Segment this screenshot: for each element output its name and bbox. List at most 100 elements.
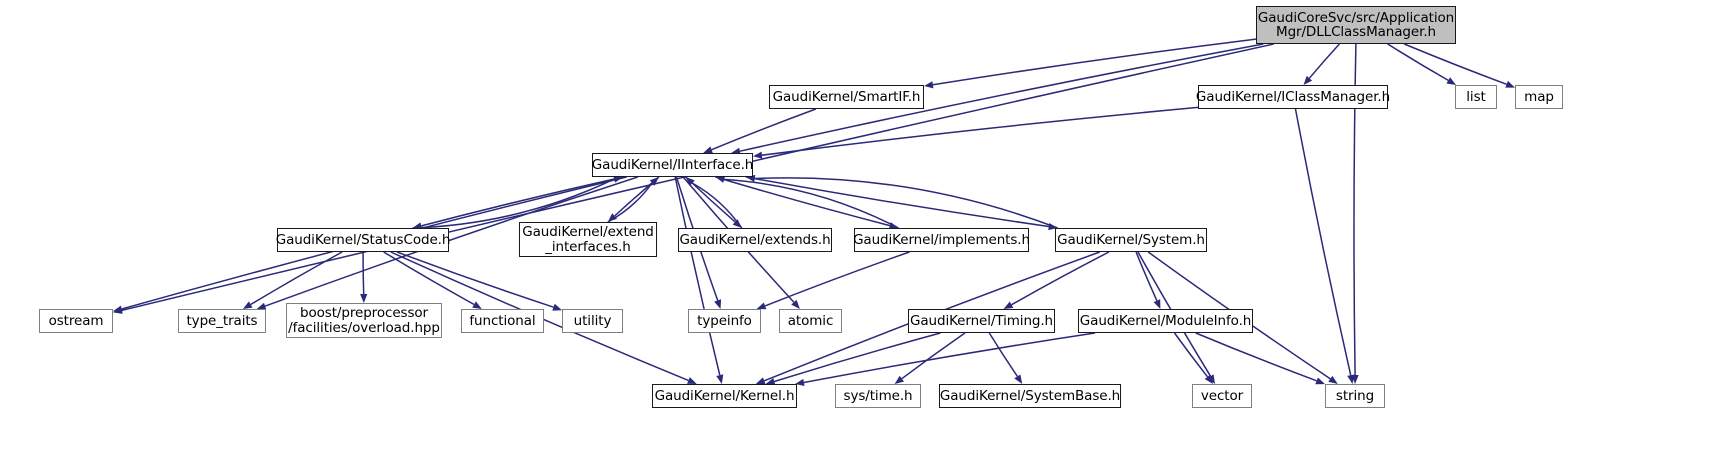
graph-edge-arrowhead [1446,77,1456,85]
graph-node-smartif[interactable]: GaudiKernel/SmartIF.h [769,85,924,109]
graph-edge-arrowhead [113,305,123,313]
graph-edge-arrowhead [1204,374,1213,384]
graph-node-systime[interactable]: sys/time.h [835,384,921,408]
graph-node-timing[interactable]: GaudiKernel/Timing.h [908,309,1055,333]
graph-edge [932,38,1257,86]
graph-node-kernel[interactable]: GaudiKernel/Kernel.h [652,384,797,408]
graph-node-label: GaudiCoreSvc/src/Application Mgr/DLLClas… [1257,9,1455,40]
graph-edge-arrowhead [360,294,368,303]
graph-node-atomic[interactable]: atomic [779,309,842,333]
graph-edge-arrowhead [714,299,722,309]
graph-edge [988,332,1019,377]
graph-node-label: boost/preprocessor /facilities/overload.… [288,305,440,336]
graph-node-label: GaudiKernel/extend _interfaces.h [522,224,654,255]
graph-node-label: GaudiKernel/SystemBase.h [939,387,1121,404]
graph-edge [614,176,660,217]
graph-node-label: ostream [48,312,104,329]
graph-edge-arrowhead [894,375,904,384]
graph-edge [674,176,721,376]
graph-node-iinterface[interactable]: GaudiKernel/IInterface.h [592,153,753,177]
graph-edge [711,108,817,151]
graph-edge [715,176,890,227]
graph-node-label: type_traits [186,312,258,329]
graph-node-typeinfo[interactable]: typeinfo [688,309,761,333]
graph-node-label: functional [469,312,536,329]
graph-node-label: GaudiKernel/StatusCode.h [275,231,451,248]
graph-edge [121,43,1274,312]
graph-edge [412,178,615,229]
graph-node-system[interactable]: GaudiKernel/System.h [1055,228,1207,252]
graph-node-moduleinfo[interactable]: GaudiKernel/ModuleInfo.h [1078,309,1253,333]
graph-edge-arrowhead [242,301,253,309]
graph-node-label: typeinfo [697,312,752,329]
graph-node-label: string [1335,387,1375,404]
graph-node-typetraits[interactable]: type_traits [178,309,266,333]
graph-edge-arrowhead [1347,374,1355,384]
graph-edge [745,176,1049,228]
graph-node-string[interactable]: string [1325,384,1385,408]
graph-edge-arrowhead [685,177,695,186]
graph-edge-arrowhead [1303,75,1313,85]
graph-edge-arrowhead [1207,374,1215,384]
graph-edge [1387,43,1449,82]
graph-edge [803,332,1096,384]
graph-edge [1011,251,1110,306]
graph-edge-arrowhead [1505,80,1515,88]
graph-edge-arrowhead [687,377,697,384]
graph-node-root[interactable]: GaudiCoreSvc/src/Application Mgr/DLLClas… [1256,6,1456,44]
graph-edge [764,251,910,307]
graph-edge [1404,43,1507,86]
graph-edge [421,176,624,227]
graph-node-ostream[interactable]: ostream [39,309,113,333]
graph-node-extends[interactable]: GaudiKernel/extends.h [678,228,832,252]
graph-node-map[interactable]: map [1515,85,1563,109]
graph-edge-arrowhead [1351,375,1359,384]
graph-node-label: GaudiKernel/SmartIF.h [772,88,921,105]
graph-node-label: GaudiKernel/extends.h [679,231,831,248]
graph-edge [761,106,1199,156]
graph-edge-arrowhead [552,303,562,311]
graph-node-implements[interactable]: GaudiKernel/implements.h [853,228,1030,252]
graph-node-vector[interactable]: vector [1192,384,1252,408]
graph-edge-arrowhead [1315,377,1325,385]
graph-node-list[interactable]: list [1455,85,1497,109]
graph-node-label: GaudiKernel/implements.h [853,231,1030,248]
graph-node-label: utility [573,312,612,329]
graph-node-systembase[interactable]: GaudiKernel/SystemBase.h [939,384,1121,408]
graph-edge-arrowhead [1003,301,1014,309]
graph-edge-arrowhead [649,177,659,186]
graph-node-statuscode[interactable]: GaudiKernel/StatusCode.h [276,228,450,252]
graph-edge [692,182,743,229]
graph-edge [901,332,966,380]
graph-edge-arrowhead [791,299,800,309]
graph-edge-arrowhead [472,301,482,309]
graph-edge [396,251,554,308]
graph-edge-arrowhead [924,81,934,89]
graph-edge-arrowhead [1328,375,1338,384]
graph-node-iclassmgr[interactable]: GaudiKernel/IClassManager.h [1196,85,1390,109]
graph-edge-arrowhead [732,219,742,228]
graph-node-label: map [1524,88,1554,105]
graph-edge [1173,332,1209,378]
graph-edge-arrowhead [113,306,123,314]
graph-edge-arrowhead [1014,374,1023,384]
graph-edge [724,178,899,229]
graph-edge [1308,43,1340,79]
graph-edge [1294,108,1352,376]
graph-node-label: GaudiKernel/System.h [1057,231,1205,248]
graph-edge [774,332,941,383]
graph-edge [607,182,653,223]
graph-edge [383,251,475,306]
graph-node-label: GaudiKernel/IInterface.h [591,156,754,173]
graph-edge [754,177,1058,229]
graph-node-utility[interactable]: utility [562,309,623,333]
graph-edge [685,176,736,223]
graph-node-functional[interactable]: functional [461,309,544,333]
graph-edge [250,251,343,306]
graph-node-boostpp[interactable]: boost/preprocessor /facilities/overload.… [286,303,442,338]
graph-node-label: sys/time.h [843,387,913,404]
graph-node-label: GaudiKernel/IClassManager.h [1195,88,1391,105]
graph-node-extendif[interactable]: GaudiKernel/extend _interfaces.h [519,222,657,257]
graph-node-label: atomic [787,312,834,329]
